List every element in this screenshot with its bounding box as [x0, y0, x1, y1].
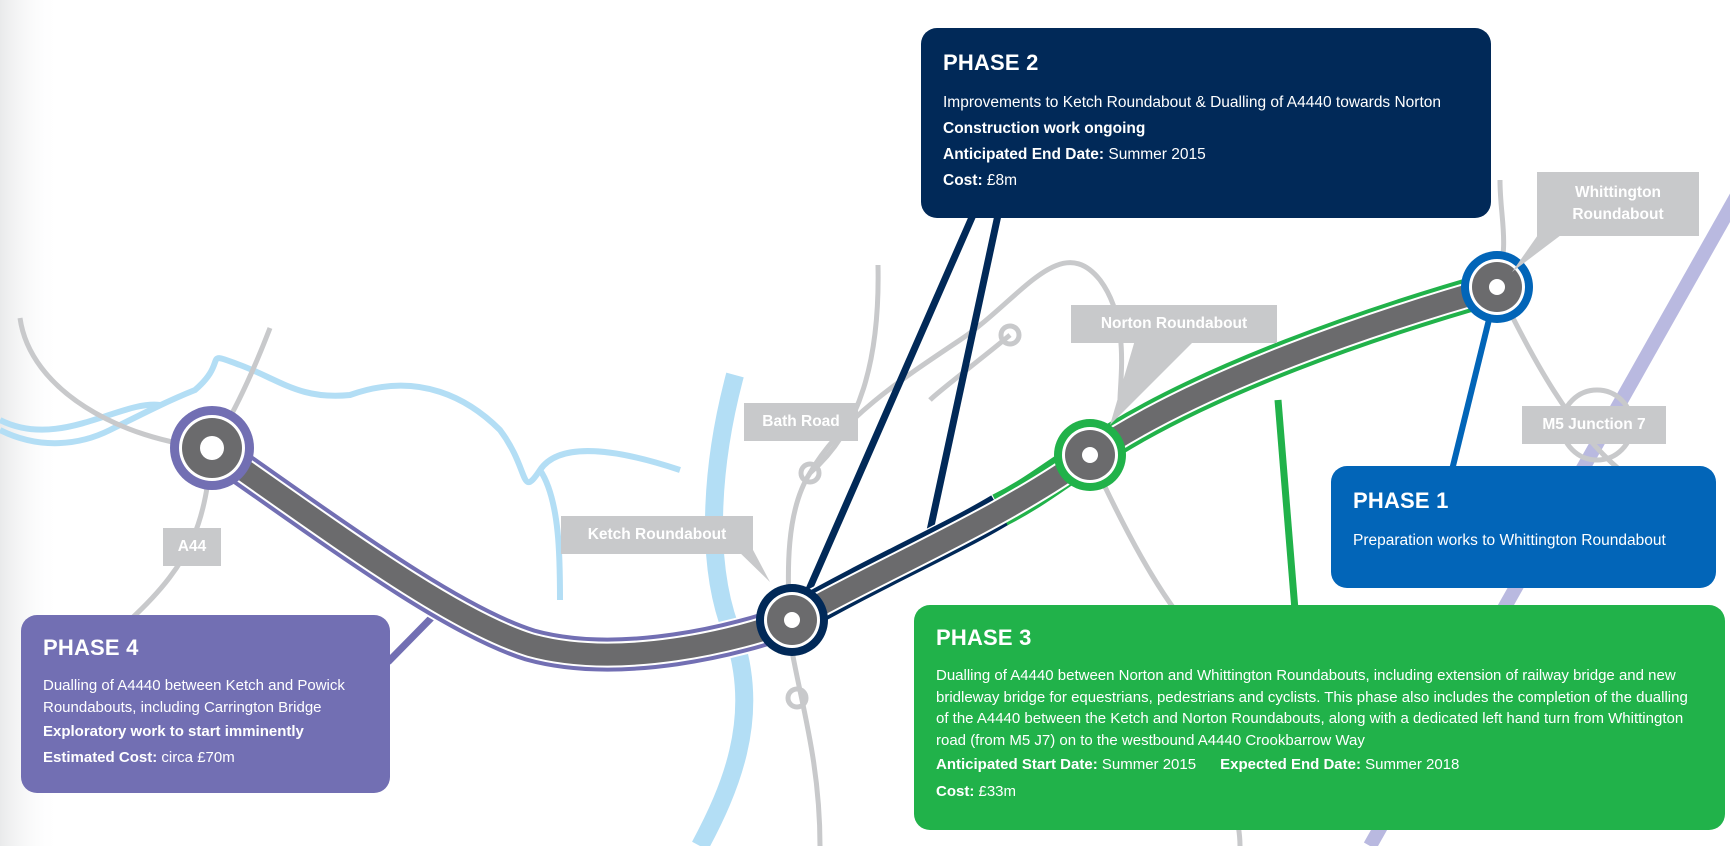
- phase1-panel: PHASE 1 Preparation works to Whittington…: [1331, 466, 1716, 588]
- phase3-cost: Cost: £33m: [936, 778, 1703, 805]
- phase3-description: Dualling of A4440 between Norton and Whi…: [936, 667, 1688, 749]
- phase3-panel: PHASE 3 Dualling of A4440 between Norton…: [914, 605, 1725, 830]
- label-m5-junction-7: M5 Junction 7: [1522, 406, 1666, 444]
- label-pointers: [735, 232, 1565, 582]
- phase3-end-label: Expected End Date:: [1220, 756, 1361, 773]
- a4440-route: [201, 268, 1503, 674]
- roundabout-powick: [170, 406, 254, 490]
- phase2-end-label: Anticipated End Date:: [943, 146, 1105, 163]
- phase3-end-value: Summer 2018: [1365, 756, 1460, 773]
- phase4-description: Dualling of A4440 between Ketch and Powi…: [43, 677, 345, 716]
- roundabout-norton: [1054, 419, 1126, 491]
- label-norton-roundabout: Norton Roundabout: [1071, 305, 1277, 343]
- roundabout-ketch: [756, 584, 828, 656]
- phase3-start-value: Summer 2015: [1101, 756, 1197, 773]
- label-whittington-roundabout: Whittington Roundabout: [1537, 172, 1699, 236]
- label-bath-road: Bath Road: [744, 403, 858, 441]
- label-a44: A44: [163, 528, 221, 566]
- phase2-panel: PHASE 2 Improvements to Ketch Roundabout…: [921, 28, 1491, 218]
- phase3-cost-value: £33m: [978, 783, 1017, 800]
- phase4-cost-label: Estimated Cost:: [43, 749, 158, 766]
- phase2-title: PHASE 2: [943, 50, 1039, 75]
- phase3-start-label: Anticipated Start Date:: [936, 756, 1098, 773]
- phase3-dates: Anticipated Start Date: Summer 2015 Expec…: [936, 751, 1703, 778]
- phase4-title: PHASE 4: [43, 635, 139, 660]
- phase4-status: Exploratory work to start imminently: [43, 723, 304, 740]
- phase4-cost: Estimated Cost: circa £70m: [43, 745, 368, 771]
- phase4-cost-value: circa £70m: [161, 749, 235, 766]
- phase2-end-value: Summer 2015: [1108, 146, 1206, 163]
- label-ketch-roundabout: Ketch Roundabout: [561, 516, 753, 554]
- phase3-title: PHASE 3: [936, 625, 1032, 650]
- phase2-end-date: Anticipated End Date: Summer 2015: [943, 142, 1469, 168]
- phase-connectors: [385, 213, 1500, 665]
- phase2-cost-label: Cost:: [943, 172, 983, 189]
- phase3-cost-label: Cost:: [936, 783, 975, 800]
- phase2-status: Construction work ongoing: [943, 120, 1146, 137]
- roundabout-whittington: [1461, 251, 1533, 323]
- phase2-cost: Cost: £8m: [943, 168, 1469, 194]
- phase4-panel: PHASE 4 Dualling of A4440 between Ketch …: [21, 615, 390, 793]
- phase1-title: PHASE 1: [1353, 488, 1449, 513]
- phase2-description: Improvements to Ketch Roundabout & Duall…: [943, 94, 1442, 111]
- phase2-cost-value: £8m: [986, 172, 1018, 189]
- phase1-description: Preparation works to Whittington Roundab…: [1353, 532, 1666, 549]
